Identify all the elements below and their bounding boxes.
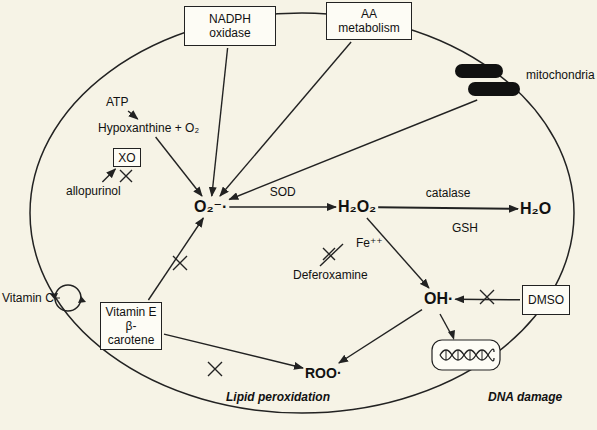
- vitamin-c-cycle: [50, 285, 86, 311]
- species-label: ATP: [106, 95, 128, 109]
- mitochondria-symbol: [452, 64, 522, 98]
- edge-label: catalase: [426, 186, 471, 200]
- annotation-label: Fe⁺⁺: [356, 236, 383, 250]
- cell-outline: [30, 13, 574, 413]
- node-text: mitochondria: [526, 64, 597, 82]
- species-label: OH·: [424, 290, 453, 308]
- antioxidant-box: Vitamin E β-carotene: [100, 302, 162, 350]
- species-label: H₂O: [520, 200, 551, 218]
- reaction-arrow: [367, 218, 429, 288]
- reaction-arrow: [378, 207, 518, 209]
- node-text: NADPH oxidase: [188, 12, 272, 40]
- node-text: Hypoxanthine + O₂: [98, 121, 199, 135]
- annotation-label: Lipid peroxidation: [226, 390, 330, 404]
- scavenger-box: DMSO: [522, 285, 570, 315]
- inhibitor-label: allopurinol: [66, 184, 121, 198]
- node-text: allopurinol: [66, 184, 121, 198]
- node-text: H₂O₂: [338, 198, 376, 216]
- reaction-arrow: [156, 137, 202, 196]
- reaction-arrow: [229, 206, 336, 207]
- annotation-label: DNA damage: [488, 390, 562, 404]
- process-box: NADPH oxidase: [184, 6, 276, 46]
- node-text: DMSO: [526, 293, 566, 307]
- dna-illustration: [432, 314, 500, 370]
- species-label: ROO·: [305, 365, 342, 381]
- reaction-arrow: [164, 334, 303, 368]
- node-text: ROO·: [305, 365, 342, 381]
- reaction-arrow: [339, 310, 422, 363]
- reaction-arrow: [148, 218, 203, 300]
- reaction-arrow: [212, 48, 228, 196]
- annotation-label: Deferoxamine: [293, 268, 368, 282]
- node-text: ATP: [106, 95, 128, 109]
- organelle-node: mitochondria: [452, 64, 597, 98]
- species-label: Hypoxanthine + O₂: [98, 121, 199, 135]
- species-label: H₂O₂: [338, 198, 376, 216]
- species-label: O₂⁻·: [194, 198, 227, 216]
- reaction-arrow: [102, 169, 115, 182]
- annotation-label: Vitamin C: [2, 291, 54, 305]
- reaction-arrow: [229, 100, 477, 200]
- reaction-arrow: [128, 111, 138, 119]
- reaction-arrow: [220, 42, 351, 196]
- node-text: O₂⁻·: [194, 198, 227, 216]
- node-text: XO: [117, 151, 137, 165]
- edge-label: SOD: [270, 185, 296, 199]
- node-text: AA metabolism: [330, 7, 408, 35]
- node-text: Vitamin E β-carotene: [104, 305, 158, 347]
- reaction-arrow: [455, 299, 520, 301]
- annotation-label: GSH: [452, 221, 478, 235]
- process-box: AA metabolism: [326, 2, 412, 40]
- node-text: OH·: [424, 290, 453, 308]
- node-text: H₂O: [520, 200, 551, 218]
- enzyme-box: XO: [113, 148, 141, 167]
